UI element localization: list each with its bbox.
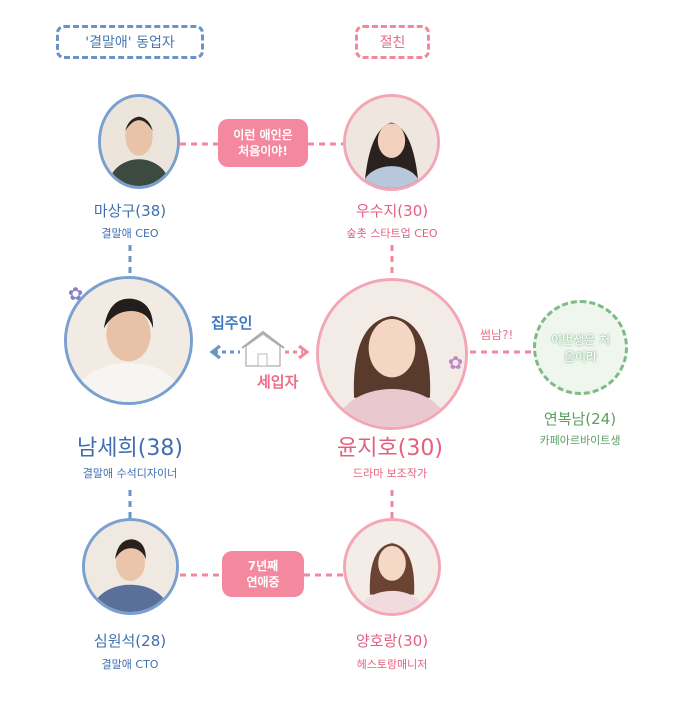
name-sim-wonseok: 심원석(28) [93,632,167,650]
name-yeon-boknam: 연복남(24) [543,410,617,428]
role-yang-horang: 헤스토랑매니저 [356,658,428,671]
avatar-sim-wonseok [82,518,179,615]
house-icon [241,330,285,367]
name-yang-horang: 양호랑(30) [355,632,429,650]
avatar-nam-sehee [64,276,193,405]
flower-icon: ✿ [448,353,464,374]
logo-text: 이번생은 처음이라 [550,332,610,364]
dating-line2: 연애중 [246,575,280,589]
avatar-yoon-jiho [316,278,468,430]
first-love-line1: 이런 애인은 [233,128,293,142]
name-woo-suji: 우수지(30) [355,202,429,220]
coworkers-label-text: '결말애' 동업자 [85,35,175,51]
role-yeon-boknam: 카페아르바이트생 [539,434,621,447]
logo-badge: 이번생은 처음이라 [533,300,628,395]
some-label: 썸남?! [480,328,514,342]
role-woo-suji: 숲촛 스타트업 CEO [346,227,438,240]
tenant-label: 세입자 [257,373,299,391]
name-yoon-jiho: 윤지호(30) [337,436,443,461]
flower-icon: ✿ [68,284,84,305]
first-love-line2: 처음이야! [238,144,288,158]
role-ma-sanggu: 결말애 CEO [101,227,159,240]
first-love-pill: 이런 애인은 처음이야! [218,119,308,167]
dating-line1: 7년째 [247,559,279,573]
coworkers-group-label: '결말애' 동업자 [56,25,204,59]
name-ma-sanggu: 마상구(38) [93,202,167,220]
dating-pill: 7년째 연애중 [222,551,304,597]
avatar-woo-suji [343,94,440,191]
best-friends-group-label: 절친 [355,25,430,59]
name-nam-sehee: 남세희(38) [77,436,183,461]
role-sim-wonseok: 결말애 CTO [101,658,159,671]
avatar-ma-sanggu [98,94,180,189]
landlord-label: 집주인 [211,314,253,332]
avatar-yang-horang [343,518,441,616]
role-nam-sehee: 결말애 수석디자이너 [82,467,178,480]
role-yoon-jiho: 드라마 보조작가 [352,467,428,480]
best-friends-label-text: 절친 [379,35,406,51]
